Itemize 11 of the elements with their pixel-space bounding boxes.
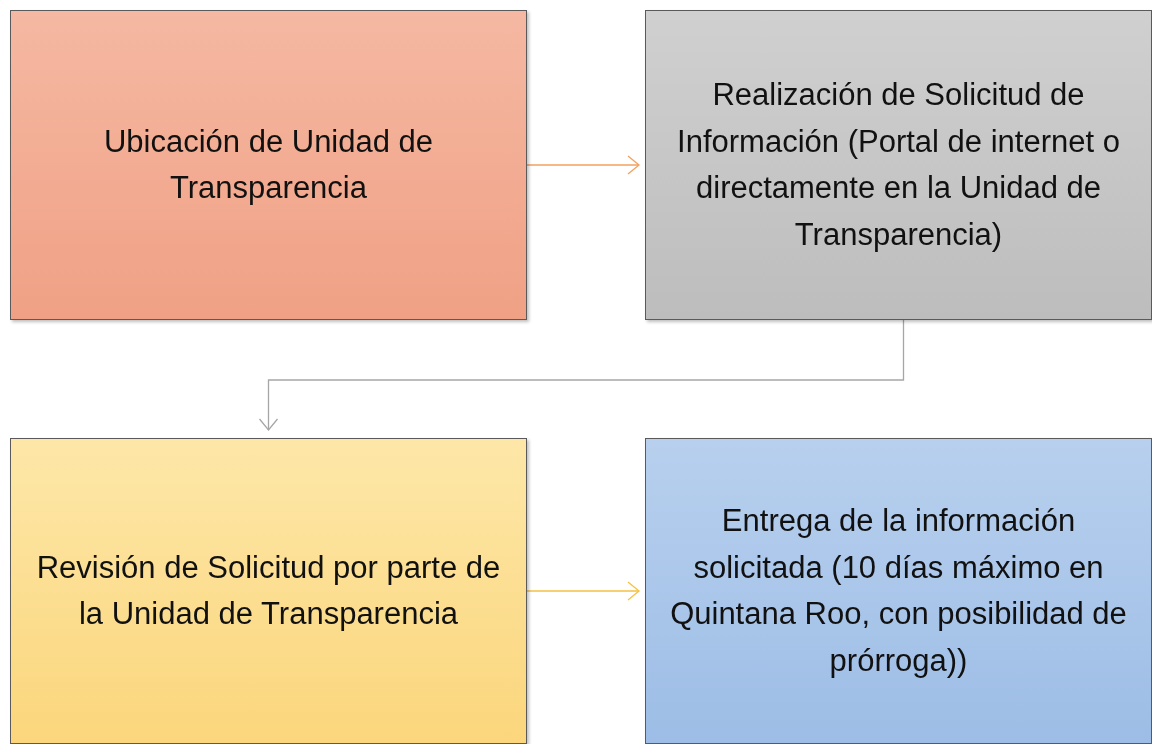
process-box [645,438,1152,744]
arrow [526,581,640,601]
box-text: Realización de Solicitud de Información (Portal de internet o directamente en la Unidad de Transparencia) [676,76,1121,254]
process-box [10,438,527,744]
process-box [10,10,527,320]
box-text: Ubicación de Unidad de Transparencia [102,122,435,207]
box-text: Entrega de la información solicitada (10 días máximo en Quintana Roo, con posibilidad de prórroga)) [669,502,1128,680]
box-text: Revisión de Solicitud por parte de la Unidad de Transparencia [35,548,502,633]
process-box [645,10,1152,320]
arrow [258,319,905,431]
arrow [526,155,640,175]
